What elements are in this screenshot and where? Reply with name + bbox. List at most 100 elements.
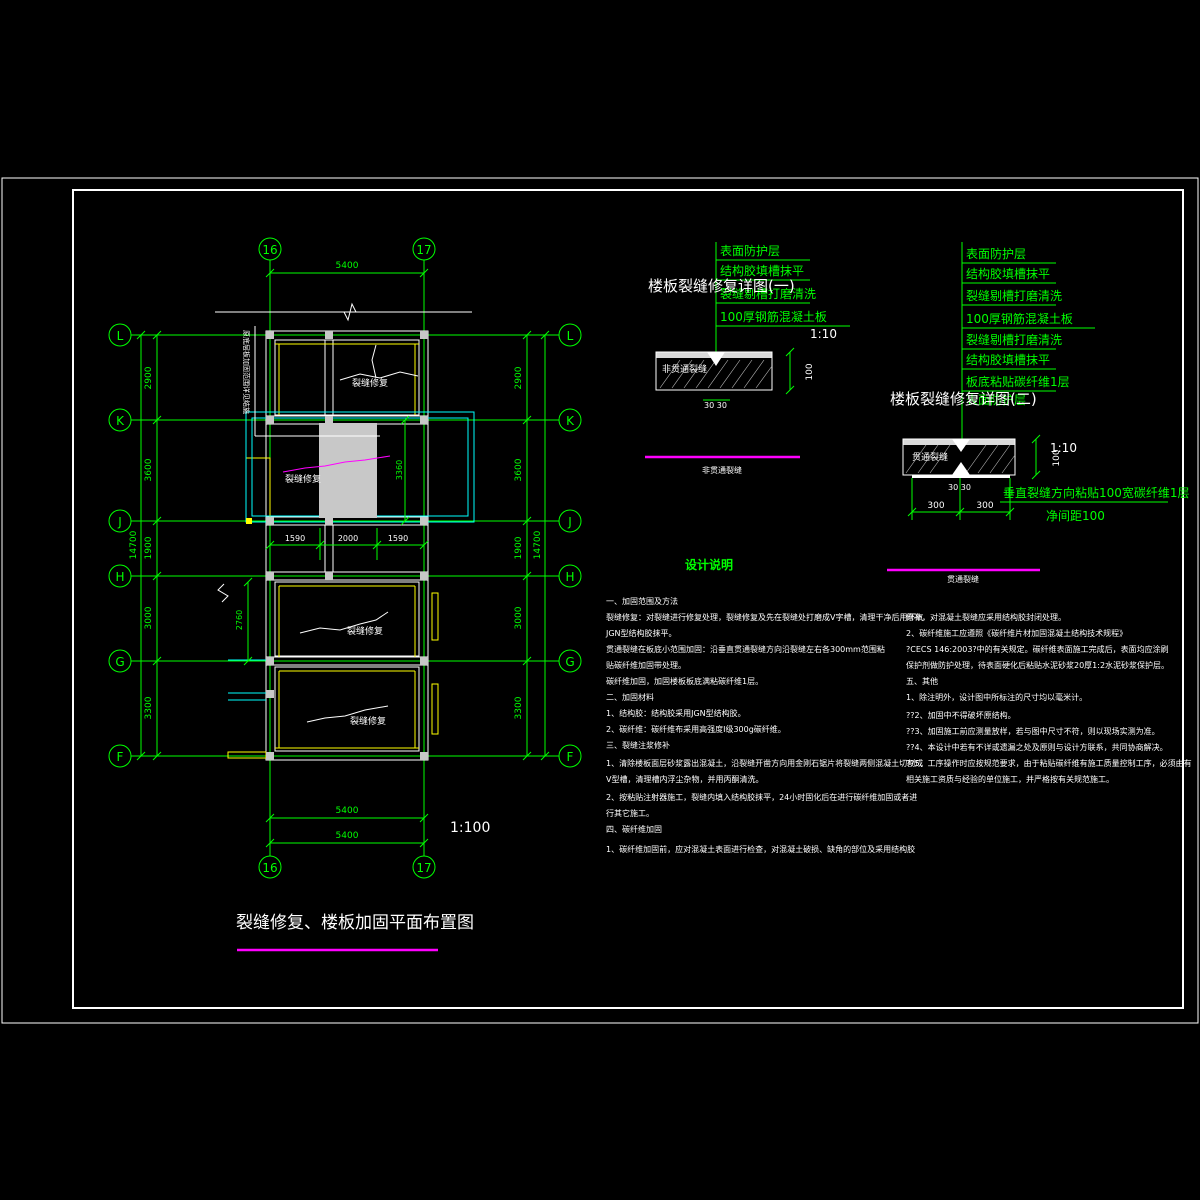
d2-dim-bottom-2: 300 bbox=[976, 501, 993, 511]
notes-right-line: 1、除注明外，设计图中所标注的尺寸均以毫米计。 bbox=[906, 692, 1087, 702]
d2-layer-4: 100厚钢筋混凝土板 bbox=[966, 311, 1073, 326]
side-note: 原底层板加固范围详见结施 bbox=[242, 330, 251, 414]
d1-dim-v: 100 bbox=[805, 363, 815, 380]
axis-17-bottom: 17 bbox=[412, 855, 436, 879]
notes-left-line: 碳纤维加固，加固楼板板底满粘碳纤维1层。 bbox=[606, 676, 763, 686]
notes-left-line: 行其它施工。 bbox=[606, 808, 654, 818]
notes-left: 一、加固范围及方法 裂缝修复：对裂缝进行修复处理，裂缝修复及先在裂缝处打磨成V字… bbox=[605, 596, 923, 854]
plan-title: 裂缝修复、楼板加固平面布置图 bbox=[236, 913, 474, 933]
d2-hatch bbox=[905, 444, 1016, 474]
svg-text:3000: 3000 bbox=[144, 606, 154, 629]
design-notes: 设计说明 一、加固范围及方法 裂缝修复：对裂缝进行修复处理，裂缝修复及先在裂缝处… bbox=[605, 557, 1192, 854]
floor-plan: 16 17 16 17 L K bbox=[108, 237, 582, 952]
svg-text:H: H bbox=[115, 570, 124, 584]
notes-left-line: 贴碳纤维加固带处理。 bbox=[606, 660, 686, 670]
dim-2760 bbox=[243, 577, 253, 666]
d2-dim-bottom-1: 300 bbox=[927, 501, 944, 511]
svg-text:3300: 3300 bbox=[514, 696, 524, 719]
columns bbox=[246, 331, 428, 760]
crack-label-2: 裂缝修复 bbox=[285, 473, 321, 485]
dim-2760-label: 2760 bbox=[235, 610, 244, 630]
notes-left-line: 2、碳纤维：碳纤维布采用高强度Ⅰ级300g碳纤维。 bbox=[606, 724, 786, 734]
svg-text:3600: 3600 bbox=[144, 458, 154, 481]
svg-text:L: L bbox=[117, 329, 124, 343]
notes-left-line: 1、结构胶：结构胶采用JGN型结构胶。 bbox=[606, 708, 746, 718]
svg-text:K: K bbox=[116, 414, 125, 428]
svg-text:H: H bbox=[565, 570, 574, 584]
d2-v-groove-bottom bbox=[952, 462, 970, 475]
d2-dim-h: 30 30 bbox=[948, 483, 971, 492]
crack-label-1: 裂缝修复 bbox=[352, 377, 388, 389]
d2-caption: 贯通裂缝 bbox=[947, 574, 979, 584]
d2-layer-3: 裂缝剔槽打磨清洗 bbox=[966, 288, 1062, 303]
d2-note-2: 净间距100 bbox=[1046, 509, 1105, 523]
svg-text:2900: 2900 bbox=[514, 366, 524, 389]
dim-bottom-2-label: 5400 bbox=[336, 831, 359, 841]
svg-text:1900: 1900 bbox=[514, 536, 524, 559]
notes-right-line: 修补，对混凝土裂缝应采用结构胶封闭处理。 bbox=[906, 612, 1066, 622]
dim-left-labels: 2900 3600 1900 3000 3300 14700 bbox=[129, 366, 154, 719]
notes-left-line: 1、清除楼板面层砂浆露出混凝土，沿裂缝开凿方向用金刚石锯片将裂缝两侧混凝土切割成 bbox=[606, 758, 923, 768]
plan-scale: 1:100 bbox=[450, 820, 490, 836]
notes-right-line: ?CECS 146:2003?中的有关规定。碳纤维表面施工完成后，表面均应涂刷 bbox=[906, 644, 1169, 654]
svg-text:16: 16 bbox=[262, 243, 277, 257]
reinforced-slab-area bbox=[319, 423, 377, 518]
notes-left-line: V型槽，清理槽内浮尘杂物，并用丙酮清洗。 bbox=[606, 774, 763, 784]
d2-v-groove-top bbox=[952, 439, 970, 452]
notes-left-line: 2、按粘贴注射器施工，裂缝内填入结构胶抹平，24小时固化后在进行碳纤维加固或者进 bbox=[606, 792, 917, 802]
svg-text:G: G bbox=[115, 655, 124, 669]
svg-text:3600: 3600 bbox=[514, 458, 524, 481]
notes-left-line: 四、碳纤维加固 bbox=[606, 824, 662, 834]
notes-left-line: 三、裂缝注浆修补 bbox=[606, 740, 670, 750]
notes-right-line: 五、其他 bbox=[906, 676, 938, 686]
svg-text:G: G bbox=[565, 655, 574, 669]
svg-text:17: 17 bbox=[416, 243, 431, 257]
d2-layer-2: 结构胶填槽抹平 bbox=[966, 266, 1050, 281]
notes-left-line: 二、加固材料 bbox=[606, 692, 654, 702]
dim-top bbox=[215, 268, 472, 322]
d2-scale: 1:10 bbox=[1050, 441, 1077, 455]
axis-17-top: 17 bbox=[412, 237, 436, 261]
d2-dim-v: 100 bbox=[1052, 449, 1062, 466]
dim-right-labels: 2900 3600 1900 3000 3300 14700 bbox=[514, 366, 543, 719]
axis-16-bottom: 16 bbox=[258, 855, 282, 879]
inner-frame bbox=[72, 189, 1184, 1009]
svg-text:14700: 14700 bbox=[533, 530, 543, 559]
notes-right-line: 2、碳纤维施工应遵照《碳纤维片材加固混凝土结构技术规程》 bbox=[906, 628, 1127, 638]
d2-crack-tag: 贯通裂缝 bbox=[912, 451, 948, 463]
axis-bubbles-left: L K J H G F bbox=[108, 323, 132, 768]
d1-layer-3: 裂缝剔槽打磨清洗 bbox=[720, 286, 816, 301]
d1-v-groove bbox=[707, 352, 725, 366]
dim-mid-2: 2000 bbox=[338, 534, 358, 543]
dim-top-label: 5400 bbox=[336, 261, 359, 271]
dim-mid-3: 1590 bbox=[388, 534, 408, 543]
notes-left-line: 一、加固范围及方法 bbox=[606, 596, 678, 606]
d2-layer-5: 裂缝剔槽打磨清洗 bbox=[966, 332, 1062, 347]
d2-cfrp-layer bbox=[912, 475, 1010, 478]
crack-label-4: 裂缝修复 bbox=[350, 715, 386, 727]
svg-text:F: F bbox=[117, 750, 124, 764]
d2-layer-6: 结构胶填槽抹平 bbox=[966, 352, 1050, 367]
d1-scale: 1:10 bbox=[810, 327, 837, 341]
svg-text:2900: 2900 bbox=[144, 366, 154, 389]
notes-right-line: 保护剂做防护处理，待表面硬化后粘贴水泥砂浆20厚1:2水泥砂浆保护层。 bbox=[906, 660, 1169, 670]
d1-layer-2: 结构胶填槽抹平 bbox=[720, 263, 804, 278]
d1-layer-1: 表面防护层 bbox=[720, 243, 780, 258]
svg-text:14700: 14700 bbox=[129, 530, 139, 559]
break-mark bbox=[217, 583, 229, 603]
dim-3360-label: 3360 bbox=[395, 460, 404, 480]
svg-text:16: 16 bbox=[262, 861, 277, 875]
d2-title: 楼板裂缝修复详图(二) bbox=[890, 390, 1037, 408]
notes-left-line: 贯通裂缝在板底小范围加固：沿垂直贯通裂缝方向沿裂缝左右各300mm范围粘 bbox=[606, 644, 885, 654]
d1-hatch bbox=[659, 359, 773, 389]
d2-layer-8: 表面防护层 bbox=[966, 392, 1026, 407]
detail-2: 表面防护层 结构胶填槽抹平 裂缝剔槽打磨清洗 100厚钢筋混凝土板 裂缝剔槽打磨… bbox=[887, 242, 1190, 584]
d2-note-1: 垂直裂缝方向粘贴100宽碳纤维1层 bbox=[1003, 485, 1190, 500]
notes-left-line: 裂缝修复：对裂缝进行修复处理，裂缝修复及先在裂缝处打磨成V字槽，清理干净后用环氧 bbox=[606, 612, 923, 622]
notes-right-line: ??4、本设计中若有不详或遗漏之处及原则与设计方联系，共同协商解决。 bbox=[906, 742, 1168, 752]
d2-layer-1: 表面防护层 bbox=[966, 246, 1026, 261]
dim-mid bbox=[265, 528, 429, 560]
dim-right bbox=[522, 330, 550, 761]
axis-lines-horizontal bbox=[131, 334, 559, 757]
